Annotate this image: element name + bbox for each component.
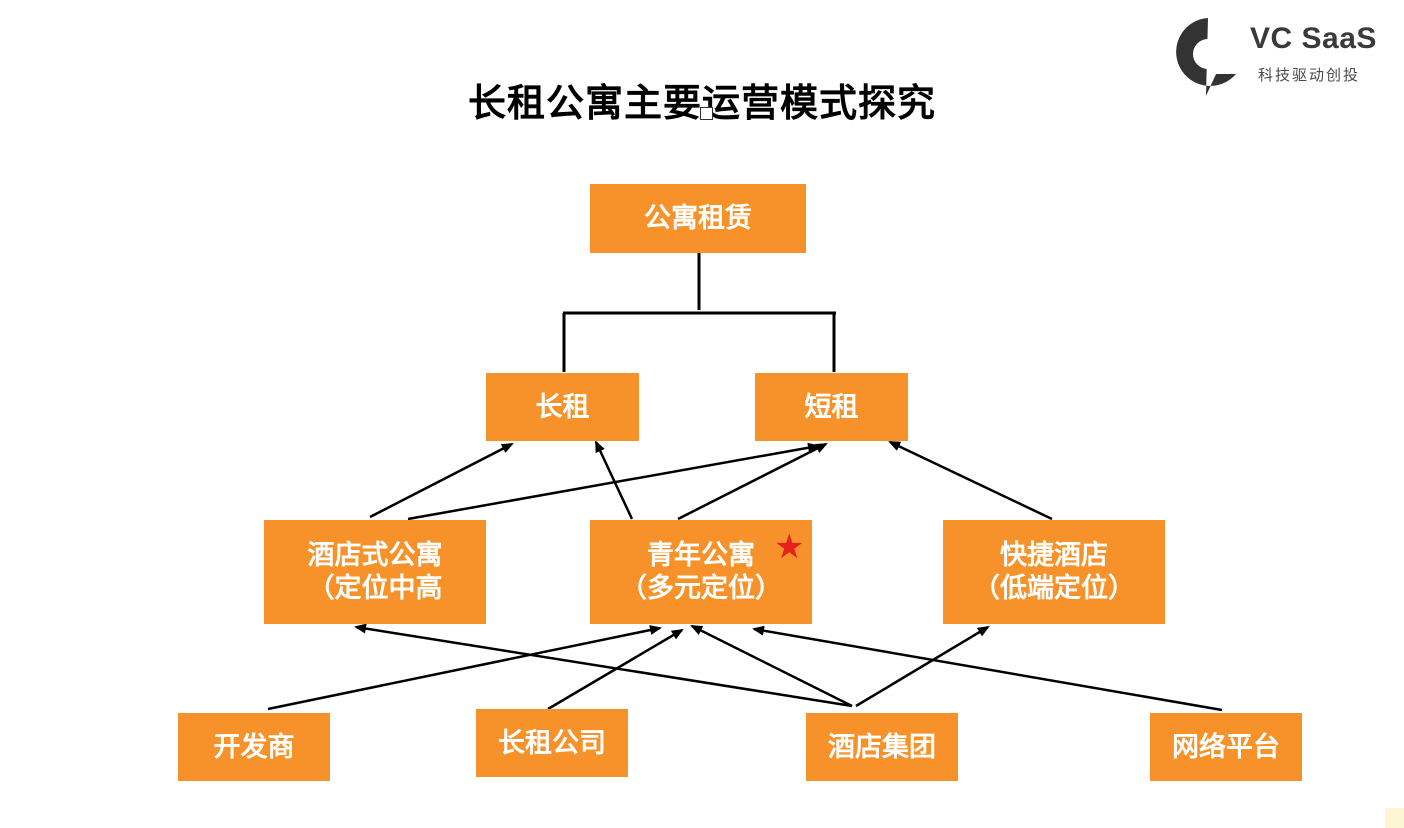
vc-saas-logo-icon [1176, 18, 1236, 96]
node-apartment-rental: 公寓租赁 [590, 184, 806, 253]
node-hotel-group-label: 酒店集团 [828, 731, 936, 763]
node-youth-apartment-line2: （多元定位） [620, 573, 782, 604]
arrow-budget-short [888, 440, 1053, 521]
node-long-term: 长租 [486, 373, 639, 441]
node-long-term-label: 长租 [535, 391, 590, 423]
arrow-youth-long [594, 440, 634, 520]
arrow-platform-youth [752, 625, 1223, 712]
node-online-platform: 网络平台 [1150, 713, 1302, 781]
tiny-marker [700, 107, 713, 120]
node-apartment-rental-label: 公寓租赁 [644, 203, 752, 234]
node-budget-hotel-line1: 快捷酒店 [1000, 540, 1108, 571]
arrow-hotelgroup-youth [690, 624, 853, 708]
node-hotel-group: 酒店集团 [806, 713, 958, 781]
node-developer-label: 开发商 [213, 731, 295, 763]
arrow-youth-short [677, 442, 828, 521]
logo-brand: VC SaaS [1250, 22, 1377, 55]
node-online-platform-label: 网络平台 [1172, 731, 1280, 763]
logo-tagline: 科技驱动创投 [1258, 66, 1361, 84]
node-hotel-apartment: 酒店式公寓 （定位中高 [264, 520, 486, 624]
node-youth-apartment-line1: 青年公寓 [647, 540, 755, 571]
node-budget-hotel: 快捷酒店 （低端定位） [943, 520, 1165, 624]
star-icon: ★ [774, 527, 805, 567]
node-budget-hotel-line2: （低端定位） [973, 573, 1135, 604]
node-hotel-apartment-line1: 酒店式公寓 [307, 540, 443, 571]
node-short-term: 短租 [755, 373, 908, 441]
node-short-term-label: 短租 [804, 391, 859, 423]
arrow-hotelgroup-hotelapt [354, 623, 853, 708]
node-hotel-apartment-line2: （定位中高 [307, 573, 443, 604]
corner-marker [1385, 808, 1404, 828]
node-developer: 开发商 [178, 713, 330, 781]
node-rental-company-label: 长租公司 [498, 727, 606, 759]
arrow-developer-youth [267, 625, 662, 711]
arrow-hotelgroup-budget [855, 625, 990, 708]
node-youth-apartment: 青年公寓 （多元定位） [590, 520, 812, 624]
arrow-hotelapt-short [407, 442, 820, 521]
node-rental-company: 长租公司 [476, 709, 628, 777]
arrow-hotelapt-long [369, 442, 514, 519]
